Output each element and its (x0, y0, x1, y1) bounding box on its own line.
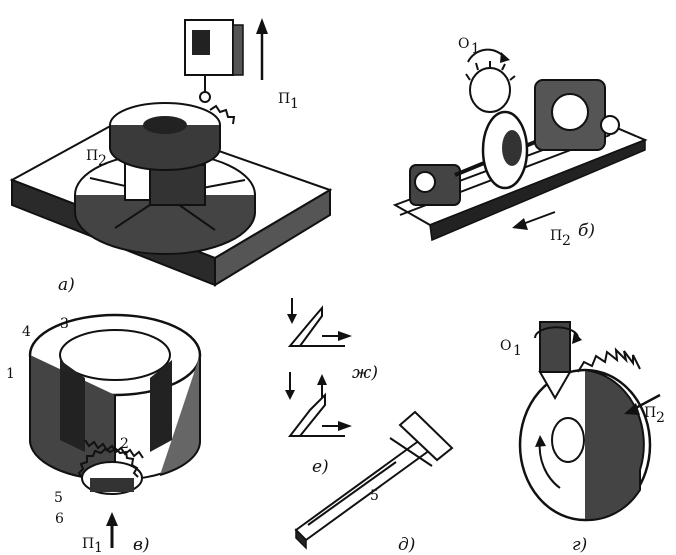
panel-g-rotation-subscript: 1 (513, 343, 522, 359)
panel-g-rotation-label: О (500, 338, 511, 354)
panel-b-rotation-label: О (458, 36, 469, 52)
panel-v-callout-6: 6 (55, 511, 64, 527)
panel-a-feed2-subscript: 2 (98, 153, 107, 169)
panel-d-caption: д) (398, 535, 415, 555)
panel-v-callout-3: 3 (60, 316, 69, 332)
panel-e-diagram (285, 372, 352, 437)
panel-v-illustration (28, 313, 202, 548)
panel-b-feed-subscript: 2 (562, 233, 571, 249)
panel-b-rotation-subscript: 1 (471, 41, 480, 57)
panel-e-caption: е) (312, 457, 329, 477)
panel-a-feed-subscript: 1 (290, 96, 299, 112)
panel-g-caption: г) (572, 535, 587, 555)
panel-v-caption: в) (133, 535, 150, 555)
panel-v-feed-subscript: 1 (94, 540, 103, 555)
panel-d-illustration (294, 410, 454, 550)
panel-zh-caption: ж) (352, 363, 378, 383)
panel-v-callout-1: 1 (6, 366, 15, 382)
panel-b-feed-label: П (550, 228, 562, 244)
panel-zh-diagram (287, 298, 352, 347)
panel-g-illustration (518, 321, 661, 522)
panel-a-illustration (9, 18, 333, 287)
panel-a-feed2-label: П (86, 148, 98, 164)
panel-b-illustration (392, 48, 648, 242)
panel-b-caption: б) (578, 221, 595, 241)
panel-d-callout-5: 5 (370, 488, 379, 504)
panel-v-callout-5: 5 (54, 490, 63, 506)
panel-g-feed-label: П (644, 405, 656, 421)
panel-a-caption: а) (58, 275, 75, 295)
panel-g-feed-subscript: 2 (656, 410, 665, 426)
panel-v-callout-4: 4 (22, 324, 31, 340)
panel-a-feed-label: П (278, 91, 290, 107)
panel-v-feed-label: П (82, 536, 94, 552)
panel-v-callout-2: 2 (120, 436, 129, 452)
